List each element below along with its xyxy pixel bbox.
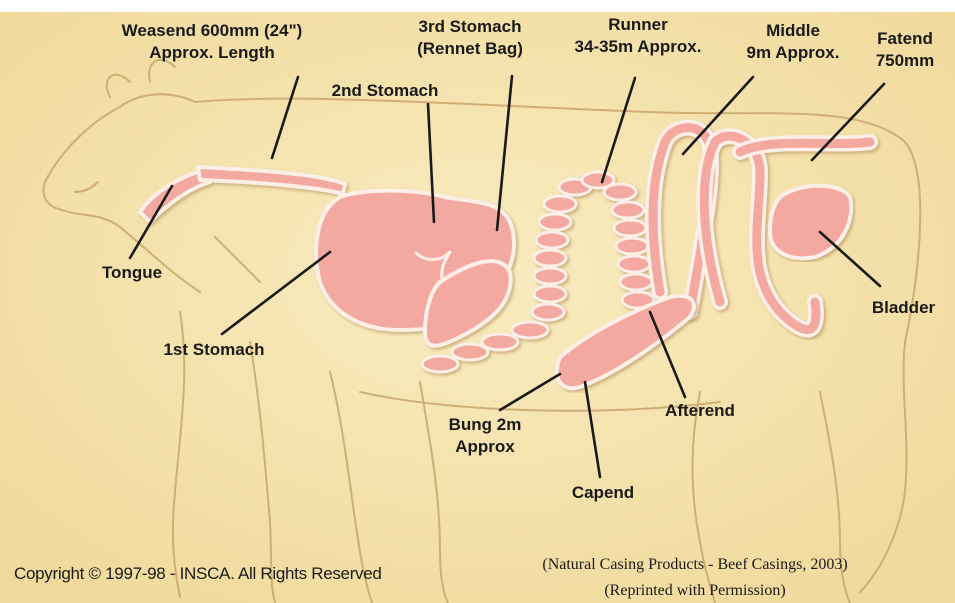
label-bung: Bung 2m Approx [425, 414, 545, 458]
label-second-stomach: 2nd Stomach [300, 80, 470, 102]
label-middle: Middle 9m Approx. [718, 20, 868, 64]
citation-line-1: (Natural Casing Products - Beef Casings,… [470, 556, 920, 574]
citation-line-2: (Reprinted with Permission) [470, 582, 920, 600]
label-first-stomach: 1st Stomach [134, 339, 294, 361]
label-afterend: Afterend [640, 400, 760, 422]
label-weasend: Weasend 600mm (24") Approx. Length [82, 20, 342, 64]
label-runner: Runner 34-35m Approx. [548, 14, 728, 58]
label-bladder: Bladder [856, 297, 951, 319]
label-capend: Capend [548, 482, 658, 504]
copyright-notice: Copyright © 1997-98 - INSCA. All Rights … [14, 564, 382, 584]
label-fatend: Fatend 750mm [860, 28, 950, 72]
label-tongue: Tongue [82, 262, 182, 284]
label-third-stomach: 3rd Stomach (Rennet Bag) [395, 16, 545, 60]
cow-illustration [0, 12, 955, 603]
cropped-top-strip [0, 0, 955, 12]
